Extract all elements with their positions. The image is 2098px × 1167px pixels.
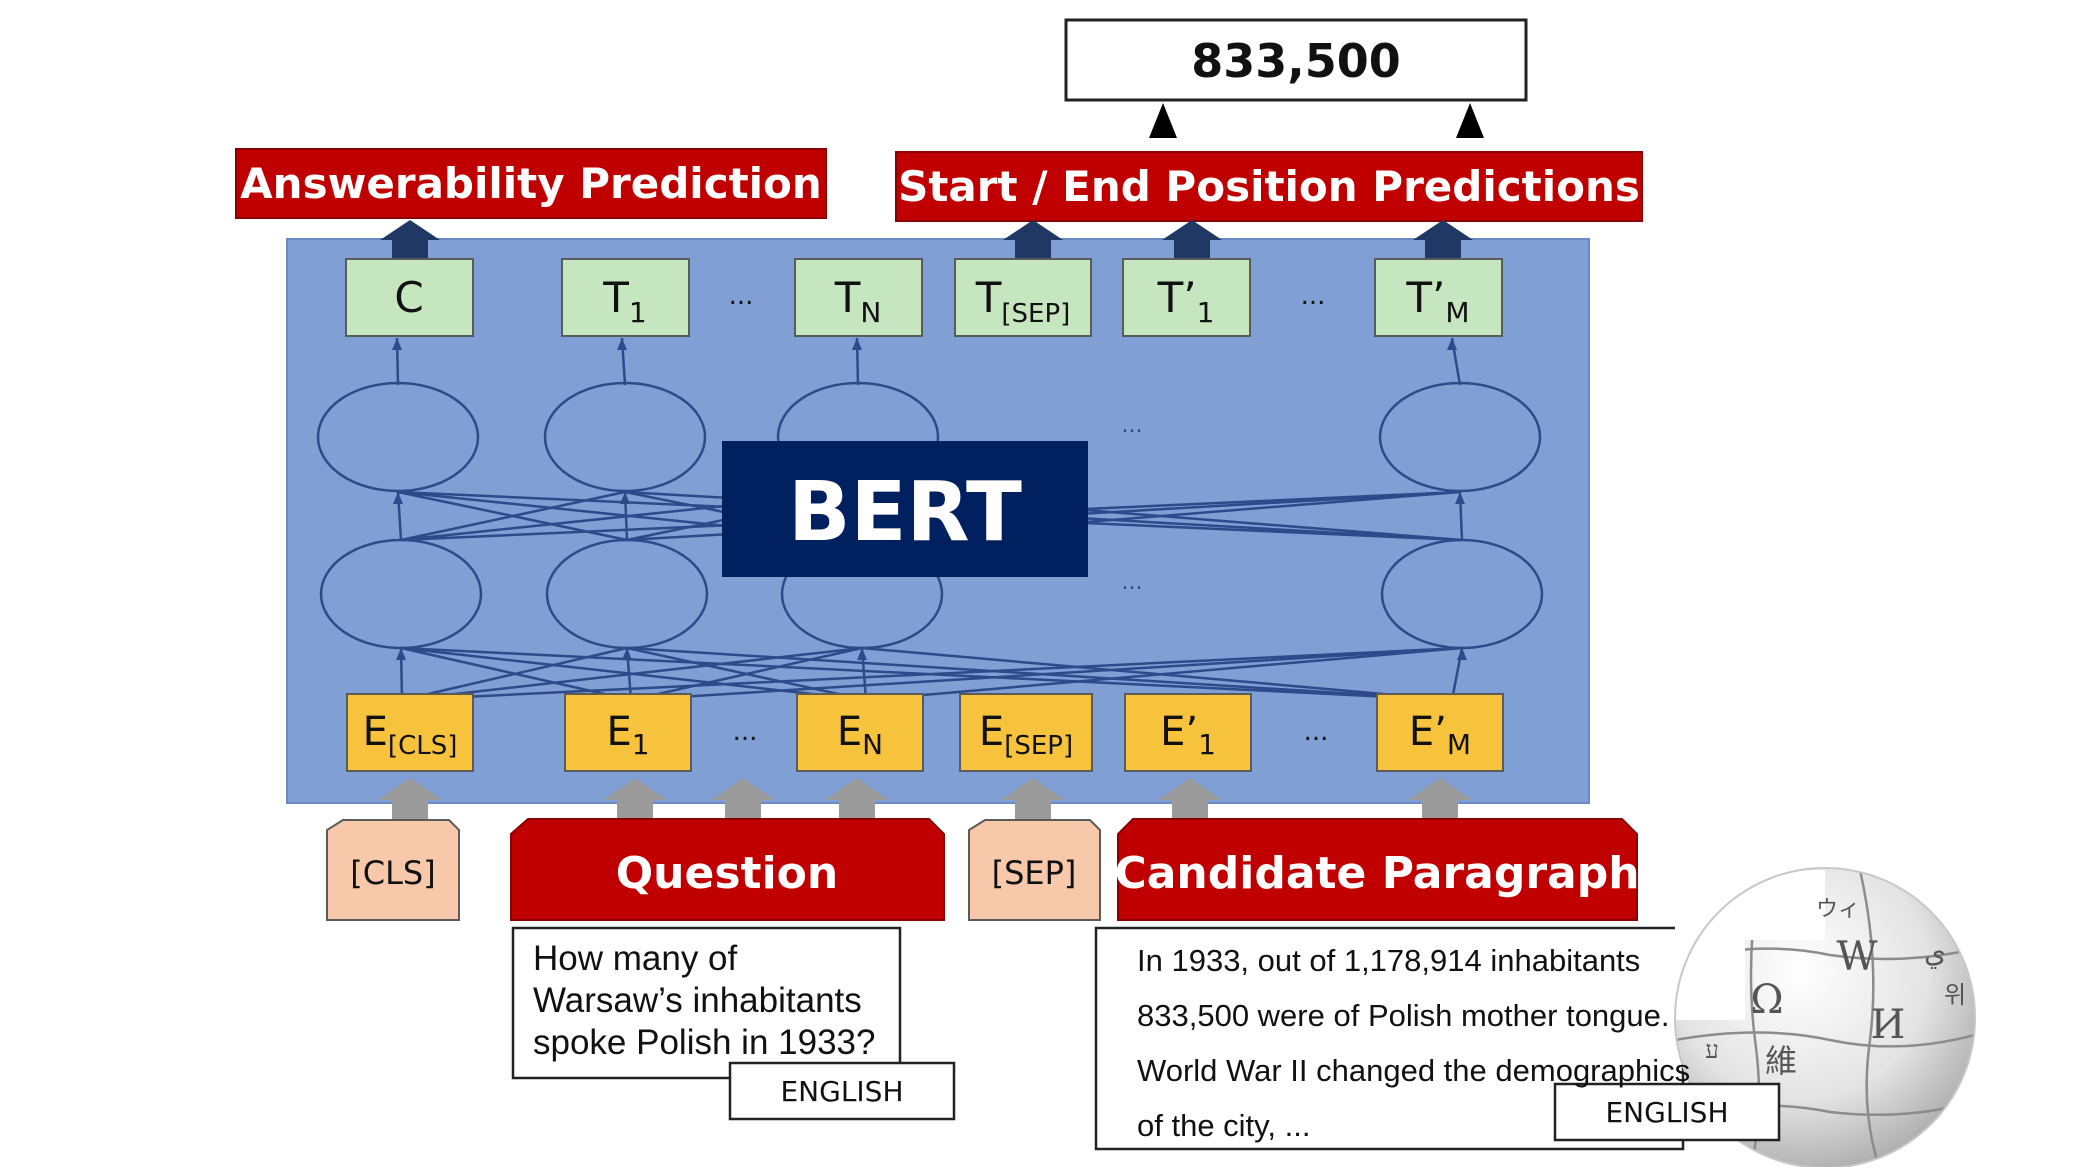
bert-box — [722, 441, 1088, 577]
node-l1-4 — [1380, 538, 1544, 650]
sep-input-label: [SEP] — [992, 854, 1077, 892]
question-language-tag-box — [728, 1061, 956, 1121]
question-text: How many of Warsaw’s inhabitants spoke P… — [533, 939, 876, 1062]
output-token-label: T’M — [1405, 273, 1469, 329]
input-arrow-q1 — [603, 778, 667, 820]
node-l1-1 — [319, 538, 483, 650]
input-arrow-sep — [1001, 778, 1065, 820]
head-arrows — [380, 220, 1473, 262]
transformer-nodes — [316, 381, 1544, 650]
embedding-token-label: EN — [837, 709, 883, 761]
embedding-token-label: E[CLS] — [363, 709, 458, 761]
logo-glyph: 維 — [1765, 1042, 1797, 1080]
output-token-label: TN — [834, 273, 882, 329]
output-token-box — [561, 258, 690, 337]
embedding-token-label: E[SEP] — [979, 709, 1073, 761]
start-end-label: Start / End Position Predictions — [898, 162, 1640, 211]
input-arrow-p1 — [1158, 778, 1222, 820]
start-end-head — [895, 151, 1643, 222]
logo-glyph: ע — [1705, 1036, 1719, 1064]
head-arrow-tmp — [1413, 220, 1473, 262]
embedding-token-box — [796, 693, 924, 772]
embedding-token-label: E1 — [606, 709, 649, 761]
output-token-label: T1 — [602, 273, 646, 329]
embedding-token-label: E’1 — [1160, 709, 1216, 761]
logo-glyph: 위 — [1944, 981, 1966, 1009]
logo-glyph: И — [1871, 1002, 1906, 1048]
output-token-label: T[SEP] — [975, 273, 1071, 329]
paragraph-input-box — [1117, 818, 1638, 921]
input-arrow-cls — [378, 778, 442, 820]
output-token-box — [1122, 258, 1251, 337]
input-segments: [CLS] Question [SEP] Candidate Paragraph — [326, 818, 1640, 921]
embedding-token-box — [1376, 693, 1504, 772]
output-tokens: C T1 TN T[SEP] T’1 T’M ... ... — [345, 258, 1503, 337]
cls-input-box — [326, 819, 460, 921]
node-ellipses: ... ... — [1122, 413, 1143, 595]
embedding-token-box — [1124, 693, 1252, 772]
embedding-token-box — [346, 693, 474, 772]
node-l2-2 — [543, 381, 707, 493]
bert-label: BERT — [788, 465, 1022, 560]
logo-glyph: ウィ — [1816, 897, 1860, 922]
paragraph-language-tag-box — [1553, 1082, 1781, 1142]
prediction-heads: Answerability Prediction Start / End Pos… — [235, 148, 1643, 222]
answer-group: 833,500 — [1064, 18, 1528, 138]
question-text-box — [511, 926, 902, 1080]
output-token-label: C — [394, 273, 423, 322]
logo-glyph: ي — [1924, 936, 1946, 969]
answerability-head — [235, 148, 827, 219]
logo-glyph: Ω — [1750, 977, 1783, 1023]
paragraph-text: In 1933, out of 1,178,914 inhabitants 83… — [1137, 943, 1691, 1143]
embedding-token-box — [959, 693, 1093, 772]
output-ellipsis: ... — [729, 281, 754, 311]
head-arrow-t1p — [1162, 220, 1222, 262]
output-token-box — [954, 258, 1092, 337]
cls-input-label: [CLS] — [350, 854, 435, 892]
output-token-box — [1374, 258, 1503, 337]
embedding-ellipsis: ... — [733, 717, 758, 747]
connection-arrowheads — [392, 338, 1467, 660]
question-language-tag: ENGLISH — [780, 1075, 903, 1108]
output-ellipsis: ... — [1301, 281, 1326, 311]
sep-input-box — [968, 819, 1101, 921]
answerability-label: Answerability Prediction — [240, 159, 822, 208]
output-token-label: T’1 — [1157, 273, 1215, 329]
answer-value: 833,500 — [1191, 34, 1401, 88]
head-arrow-tsep — [1003, 220, 1063, 262]
end-arrow — [1456, 103, 1484, 138]
answer-box — [1064, 18, 1528, 102]
embedding-ellipsis: ... — [1304, 717, 1329, 747]
node-l1-2 — [545, 538, 709, 650]
input-arrow-q2 — [711, 778, 775, 820]
embedding-token-box — [564, 693, 692, 772]
paragraph-language-tag: ENGLISH — [1605, 1096, 1728, 1129]
node-l2-1 — [316, 381, 480, 493]
node-l2-4 — [1378, 381, 1542, 493]
embedding-token-label: E’M — [1409, 709, 1471, 761]
question-input-label: Question — [616, 848, 838, 899]
upper-layer-ellipsis: ... — [1122, 413, 1143, 438]
input-arrow-q3 — [825, 778, 889, 820]
input-arrow-p2 — [1408, 778, 1472, 820]
question-input-box — [510, 818, 945, 921]
embedding-tokens: E[CLS] E1 EN E[SEP] E’1 E’M ... ... — [346, 693, 1504, 772]
head-arrow-c — [380, 220, 440, 262]
output-token-box — [345, 258, 474, 337]
lower-layer-ellipsis: ... — [1122, 570, 1143, 595]
input-arrows — [378, 778, 1472, 820]
start-arrow — [1149, 103, 1177, 138]
output-token-box — [794, 258, 923, 337]
logo-glyph: W — [1836, 934, 1877, 980]
paragraph-input-label: Candidate Paragraph — [1114, 848, 1639, 899]
